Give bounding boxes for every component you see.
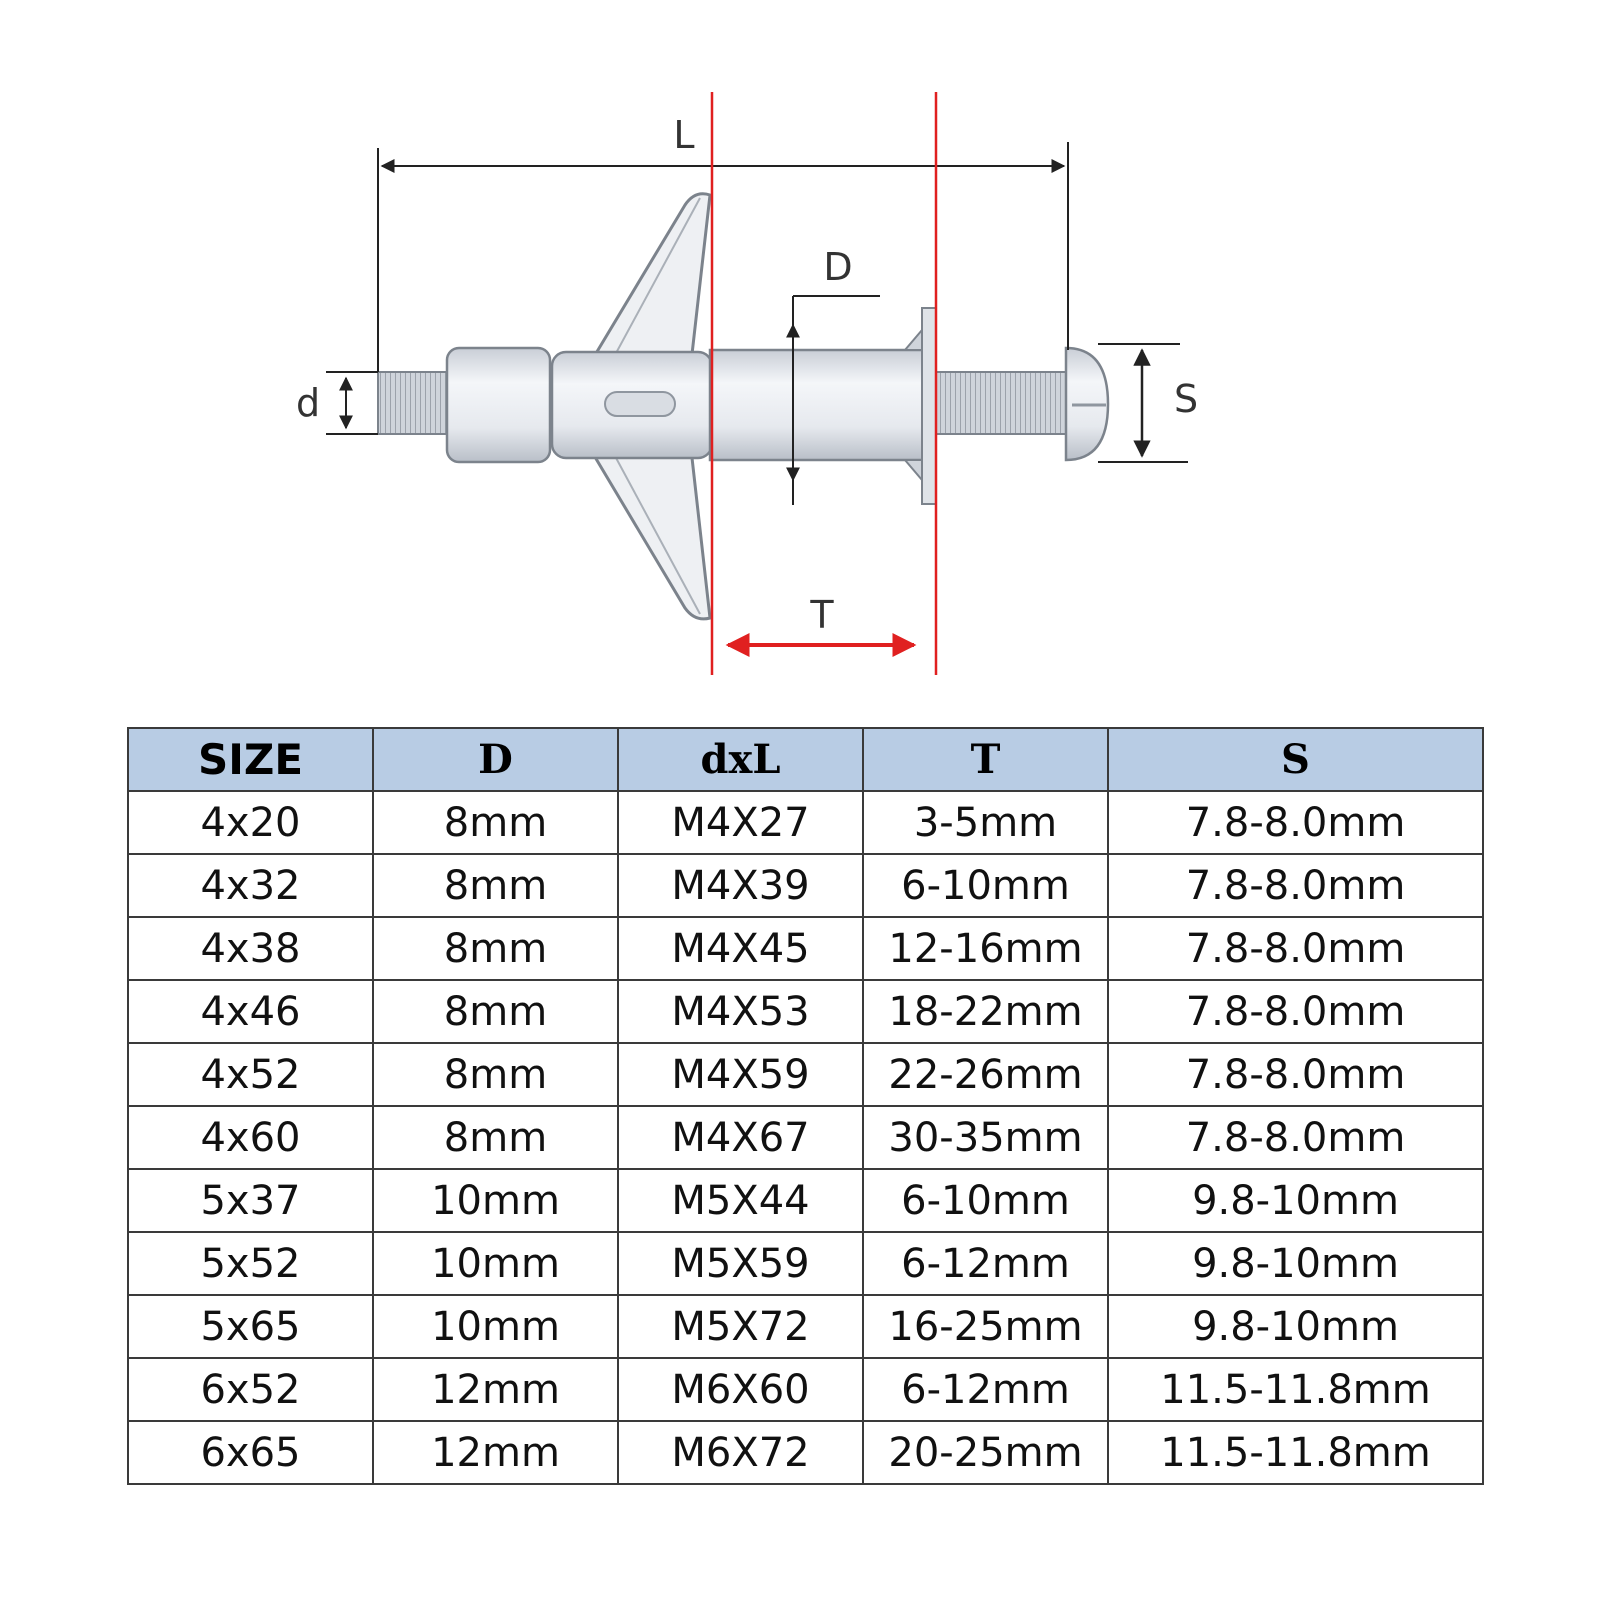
table-cell: 8mm — [372, 979, 619, 1044]
table-cell: 7.8-8.0mm — [1107, 916, 1484, 981]
anchor-sleeve — [708, 348, 932, 462]
label-T: T — [809, 593, 834, 637]
table-cell: 4x38 — [127, 916, 374, 981]
table-cell: 4x32 — [127, 853, 374, 918]
table-cell: M5X72 — [617, 1294, 864, 1359]
table-cell: 5x37 — [127, 1168, 374, 1233]
table-cell: 4x46 — [127, 979, 374, 1044]
table-cell: 4x60 — [127, 1105, 374, 1170]
bolt-thread-left — [377, 371, 451, 435]
table-cell: 22-26mm — [862, 1042, 1109, 1107]
table-cell: M6X60 — [617, 1357, 864, 1422]
table-header-row: SIZE D dxL T S — [127, 727, 1484, 792]
table-cell: 8mm — [372, 853, 619, 918]
header-dxL: dxL — [617, 727, 864, 792]
table-cell: 7.8-8.0mm — [1107, 1042, 1484, 1107]
table-cell: 9.8-10mm — [1107, 1294, 1484, 1359]
table-cell: 9.8-10mm — [1107, 1168, 1484, 1233]
table-cell: 7.8-8.0mm — [1107, 790, 1484, 855]
table-cell: 12-16mm — [862, 916, 1109, 981]
header-D: D — [372, 727, 619, 792]
bolt-thread-right — [935, 371, 1069, 435]
table-cell: M5X44 — [617, 1168, 864, 1233]
dimension-L: L — [377, 113, 1069, 372]
table-cell: 6-10mm — [862, 853, 1109, 918]
table-cell: 10mm — [372, 1231, 619, 1296]
table-cell: M4X53 — [617, 979, 864, 1044]
dimension-D: D — [786, 245, 880, 505]
table-cell: 11.5-11.8mm — [1107, 1420, 1484, 1485]
header-T: T — [862, 727, 1109, 792]
table-cell: 6-12mm — [862, 1357, 1109, 1422]
table-cell: 6x52 — [127, 1357, 374, 1422]
table-cell: 5x52 — [127, 1231, 374, 1296]
anchor-wing — [589, 192, 712, 621]
table-cell: 6-12mm — [862, 1231, 1109, 1296]
table-cell: M4X45 — [617, 916, 864, 981]
table-cell: M4X39 — [617, 853, 864, 918]
table-cell: 20-25mm — [862, 1420, 1109, 1485]
dimension-d: d — [296, 371, 378, 435]
table-cell: M4X59 — [617, 1042, 864, 1107]
table-cell: 8mm — [372, 916, 619, 981]
table-cell: 9.8-10mm — [1107, 1231, 1484, 1296]
table-cell: 7.8-8.0mm — [1107, 1105, 1484, 1170]
table-cell: 3-5mm — [862, 790, 1109, 855]
label-D: D — [823, 245, 852, 289]
dimension-S: S — [1098, 343, 1198, 463]
table-cell: 12mm — [372, 1420, 619, 1485]
label-L: L — [673, 113, 694, 157]
table-cell: 4x52 — [127, 1042, 374, 1107]
header-S: S — [1107, 727, 1484, 792]
table-cell: M4X27 — [617, 790, 864, 855]
anchor-flange — [902, 307, 937, 505]
table-cell: 10mm — [372, 1168, 619, 1233]
table-cell: 12mm — [372, 1357, 619, 1422]
table-cell: 7.8-8.0mm — [1107, 853, 1484, 918]
table-cell: 18-22mm — [862, 979, 1109, 1044]
anchor-dimension-diagram: L D d S T — [296, 92, 1198, 675]
table-cell: M6X72 — [617, 1420, 864, 1485]
table-cell: 4x20 — [127, 790, 374, 855]
dimension-T: T — [710, 92, 938, 675]
table-cell: M4X67 — [617, 1105, 864, 1170]
label-S: S — [1174, 377, 1198, 421]
table-cell: 8mm — [372, 790, 619, 855]
header-size: SIZE — [127, 727, 374, 792]
table-cell: 30-35mm — [862, 1105, 1109, 1170]
table-cell: 8mm — [372, 1042, 619, 1107]
table-cell: 7.8-8.0mm — [1107, 979, 1484, 1044]
table-cell: 8mm — [372, 1105, 619, 1170]
table-cell: 10mm — [372, 1294, 619, 1359]
table-cell: 6x65 — [127, 1420, 374, 1485]
table-cell: 5x65 — [127, 1294, 374, 1359]
bolt-head — [1064, 346, 1110, 462]
label-d: d — [296, 381, 320, 425]
table-cell: M5X59 — [617, 1231, 864, 1296]
anchor-collar-left — [445, 346, 552, 464]
table-cell: 16-25mm — [862, 1294, 1109, 1359]
table-cell: 11.5-11.8mm — [1107, 1357, 1484, 1422]
table-cell: 6-10mm — [862, 1168, 1109, 1233]
